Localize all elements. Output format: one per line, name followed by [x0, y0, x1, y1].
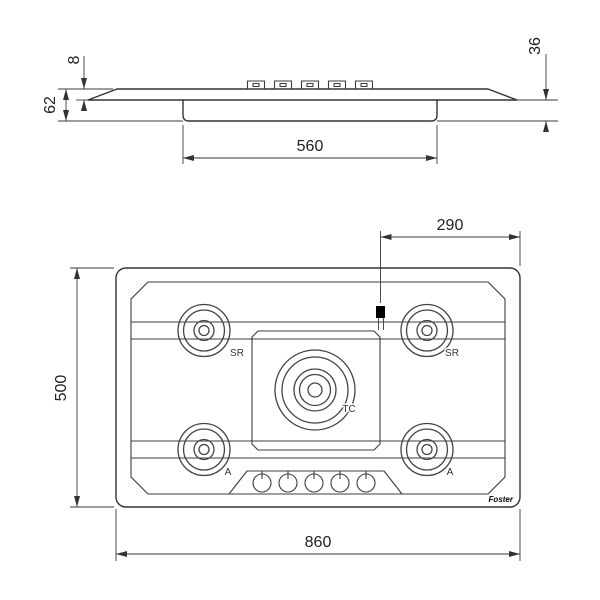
dim-depth-label: 500	[53, 375, 70, 402]
recess-box-outline	[182, 99, 438, 122]
side-cap	[327, 80, 347, 90]
dim-cutout-width: 560	[182, 125, 438, 164]
burner-bottom-right-label: A	[447, 467, 454, 478]
burner-center-label: TC	[342, 404, 355, 415]
side-cap-detail	[306, 82, 314, 88]
brand-logo: Foster	[489, 495, 514, 504]
dim-total-height-label: 62	[42, 96, 59, 114]
dim-cutout-width-label: 560	[297, 138, 324, 155]
side-cap	[246, 80, 266, 90]
dim-glass-thickness-label: 8	[66, 55, 83, 64]
burner-top-right: SR	[400, 303, 460, 361]
side-cap-detail	[360, 82, 368, 88]
side-cap	[300, 80, 320, 90]
burner-top-right-label: SR	[445, 348, 459, 359]
side-burner-caps	[246, 80, 374, 90]
dim-depth: 500	[53, 267, 114, 508]
side-cap-detail	[333, 82, 341, 88]
dim-total-height: 62	[42, 89, 183, 122]
side-cap-detail	[279, 82, 287, 88]
dim-gas-inlet-offset: 290	[380, 217, 521, 303]
burner-top-left: SR	[177, 303, 245, 361]
hob-inner-edge	[130, 281, 506, 495]
gas-inlet-mark	[376, 306, 385, 330]
plan-view: SR SR A A TC	[53, 217, 521, 561]
side-profile-view: 8 62 36 560	[42, 37, 558, 164]
dim-gas-inlet-offset-label: 290	[437, 217, 464, 234]
dim-recess-depth: 36	[437, 37, 558, 132]
center-grate-frame	[251, 330, 381, 451]
side-cap	[273, 80, 293, 90]
dim-recess-depth-label: 36	[527, 37, 544, 55]
burner-bottom-left: A	[177, 422, 233, 480]
dim-width-label: 860	[305, 534, 332, 551]
hob-outer-edge	[115, 267, 521, 508]
burner-bottom-right: A	[400, 422, 455, 480]
control-panel-recess	[228, 470, 403, 495]
dim-width: 860	[115, 509, 521, 561]
burner-bottom-left-label: A	[225, 467, 232, 478]
grate-lines	[131, 321, 505, 459]
burner-center: TC	[274, 349, 357, 431]
side-cap-detail	[252, 82, 260, 88]
burner-top-left-label: SR	[230, 348, 244, 359]
control-panel	[228, 470, 403, 495]
hob-profile-outline	[87, 88, 518, 101]
side-cap	[354, 80, 374, 90]
